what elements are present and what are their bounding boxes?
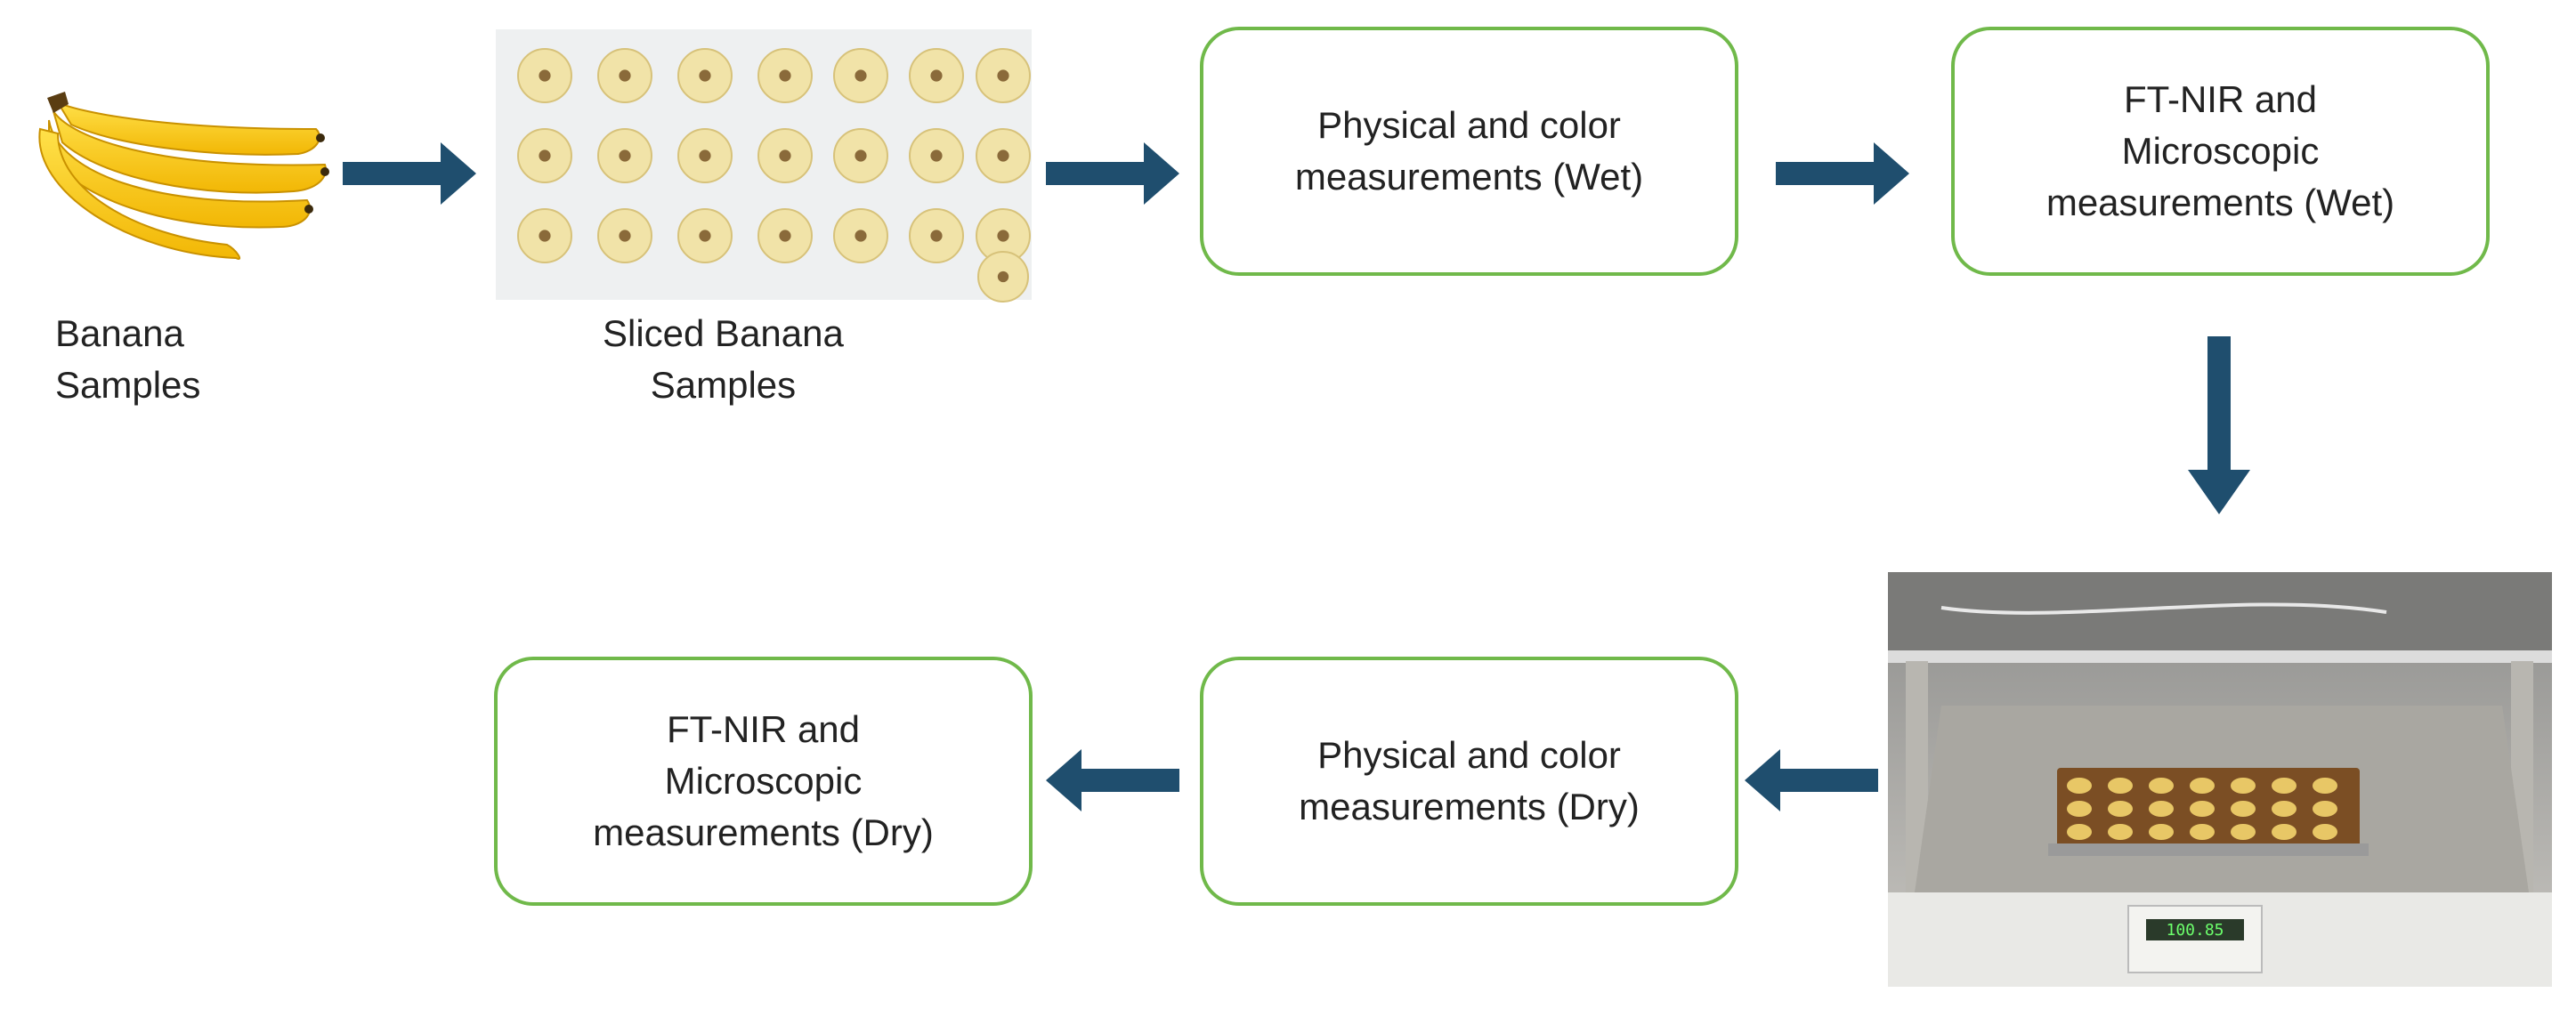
arrow-sliced-to-physical-wet (1046, 142, 1179, 205)
physical-color-wet-label: Physical and color measurements (Wet) (1294, 104, 1644, 198)
physical-color-dry-label: Physical and color measurements (Dry) (1299, 734, 1640, 827)
ftnir-microscopic-dry-label: FT-NIR and Microscopic measurements (Dry… (593, 708, 934, 853)
physical-color-dry-box: Physical and color measurements (Dry) (1200, 657, 1738, 906)
ftnir-microscopic-dry-box: FT-NIR and Microscopic measurements (Dry… (494, 657, 1033, 906)
ftnir-microscopic-wet-label: FT-NIR and Microscopic measurements (Wet… (2045, 78, 2395, 223)
banana-bunch-icon (38, 92, 329, 260)
ftnir-microscopic-wet-box: FT-NIR and Microscopic measurements (Wet… (1951, 27, 2490, 276)
banana-caption: Banana Samples (55, 312, 201, 406)
arrow-banana-to-sliced (343, 142, 476, 205)
arrow-physical-dry-to-ftnir-dry (1046, 749, 1179, 811)
sliced-banana-caption: Sliced Banana Samples (603, 312, 844, 406)
physical-color-wet-box: Physical and color measurements (Wet) (1200, 27, 1738, 276)
drying-oven-icon: 100.85 (1888, 572, 2552, 987)
arrow-oven-to-physical-dry (1745, 749, 1878, 811)
arrow-physical-wet-to-ftnir-wet (1776, 142, 1909, 205)
sliced-banana-tray-icon (496, 29, 1032, 303)
scale-readout: 100.85 (2166, 921, 2224, 940)
arrow-ftnir-wet-to-oven (2188, 336, 2250, 514)
